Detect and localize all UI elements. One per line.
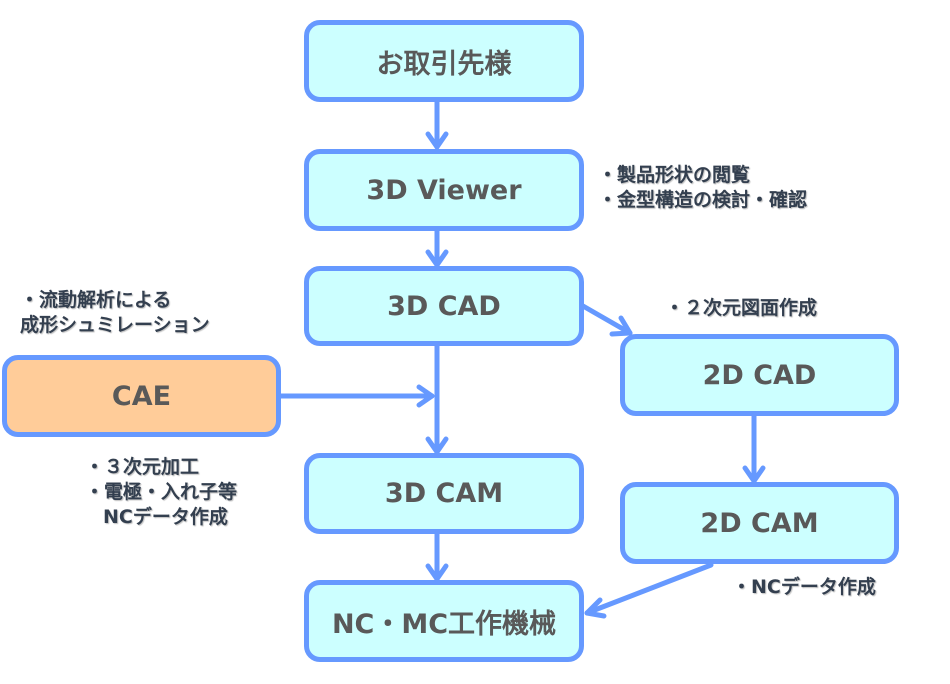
arrowhead bbox=[425, 249, 449, 268]
box-3d-viewer-label: 3D Viewer bbox=[366, 174, 522, 206]
box-client: お取引先様 bbox=[304, 20, 584, 102]
box-client-label: お取引先様 bbox=[376, 48, 512, 80]
box-2d-cam: 2D CAM bbox=[620, 482, 899, 564]
note-2d-cam: ・NCデータ作成 bbox=[732, 575, 876, 600]
note-line: ・２次元図面作成 bbox=[665, 297, 818, 319]
note-cae: ・流動解析による 成形シュミレーション bbox=[20, 288, 210, 338]
note-2d-cad: ・２次元図面作成 bbox=[665, 296, 817, 321]
arrowhead bbox=[425, 563, 449, 582]
note-line: ・製品形状の閲覧 bbox=[598, 164, 751, 186]
box-machine-label: NC・MC工作機械 bbox=[331, 608, 557, 640]
box-2d-cad-label: 2D CAD bbox=[702, 359, 817, 391]
box-2d-cad: 2D CAD bbox=[620, 334, 899, 416]
box-2d-cam-label: 2D CAM bbox=[700, 507, 819, 539]
box-3d-cam: 3D CAM bbox=[304, 453, 584, 534]
box-3d-viewer: 3D Viewer bbox=[304, 149, 584, 231]
note-line: ・３次元加工 bbox=[85, 456, 200, 478]
note-line: ・電極・入れ子等 bbox=[85, 481, 238, 503]
arrow-cam2d-to-machine bbox=[584, 562, 714, 616]
arrowhead bbox=[584, 597, 607, 619]
arrowhead bbox=[609, 315, 633, 337]
arrowhead bbox=[425, 131, 449, 150]
box-machine: NC・MC工作機械 bbox=[304, 580, 584, 662]
arrowhead bbox=[742, 465, 766, 484]
box-3d-cad-label: 3D CAD bbox=[387, 290, 501, 322]
arrowhead bbox=[416, 384, 435, 408]
arrow-cad3d-to-cad2d bbox=[580, 303, 633, 336]
note-line: 成形シュミレーション bbox=[20, 314, 210, 336]
note-line: ・流動解析による bbox=[20, 289, 172, 311]
box-3d-cad: 3D CAD bbox=[304, 266, 584, 346]
note-line: ・金型構造の検討・確認 bbox=[598, 189, 808, 211]
note-3d-viewer: ・製品形状の閲覧 ・金型構造の検討・確認 bbox=[598, 163, 807, 213]
box-cae: CAE bbox=[2, 355, 281, 437]
arrowhead bbox=[425, 436, 449, 455]
note-line: NCデータ作成 bbox=[103, 506, 228, 528]
box-cae-label: CAE bbox=[111, 380, 172, 412]
note-3d-cam: ・３次元加工 ・電極・入れ子等 NCデータ作成 bbox=[85, 455, 237, 530]
box-3d-cam-label: 3D CAM bbox=[384, 478, 504, 509]
note-line: ・NCデータ作成 bbox=[732, 576, 876, 598]
